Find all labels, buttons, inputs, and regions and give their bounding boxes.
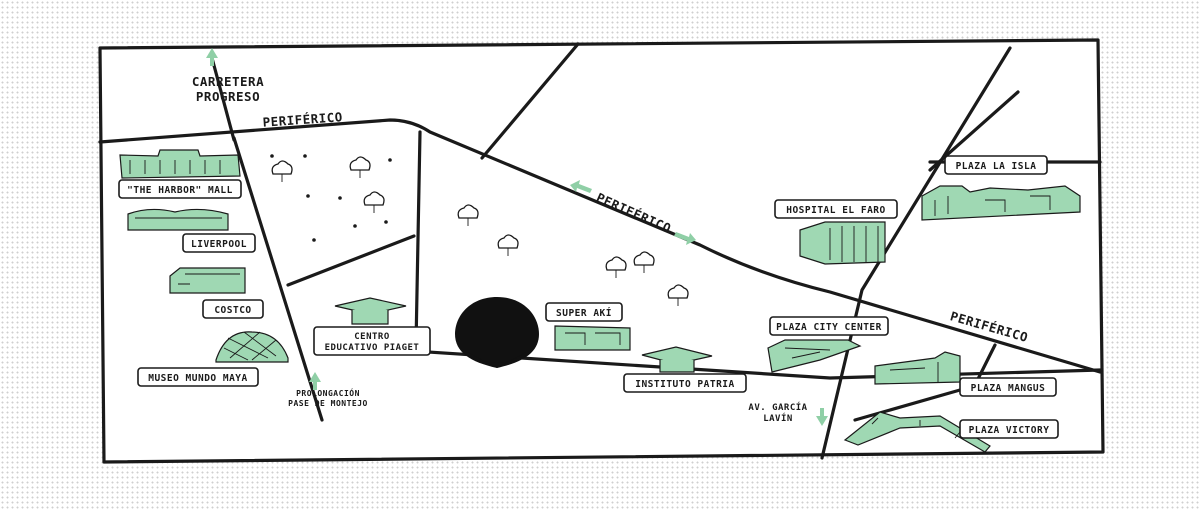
map-frame <box>98 38 1105 464</box>
label-harbor-mall: "THE HARBOR" MALL <box>127 185 233 196</box>
label-plaza-victory: PLAZA VICTORY <box>969 425 1050 436</box>
label-museo-mundo-maya: MUSEO MUNDO MAYA <box>148 373 248 384</box>
building-plaza-mangus <box>874 351 961 385</box>
building-museo <box>215 331 289 363</box>
building-costco <box>169 267 246 294</box>
road-network <box>98 42 1102 460</box>
road-carretera-progreso <box>210 56 236 142</box>
building-plaza-la-isla <box>921 185 1081 221</box>
building-plaza-city-center <box>767 339 862 373</box>
tree-icon <box>667 284 689 306</box>
arrow-icon <box>570 180 592 193</box>
tree-icon <box>271 160 293 182</box>
tree-icon <box>633 251 655 273</box>
label-educativo-piaget: EDUCATIVO PIAGET <box>325 343 420 353</box>
road-label-progreso: PROGRESO <box>196 89 260 104</box>
label-centro: CENTRO <box>354 332 390 342</box>
tree-icon <box>497 234 519 256</box>
building-hospital <box>799 221 886 265</box>
label-liverpool: LIVERPOOL <box>191 239 247 250</box>
direction-arrows <box>206 48 828 426</box>
road-label-carretera: CARRETERA <box>192 74 264 89</box>
road-label-lavin: LAVÍN <box>763 412 793 424</box>
graduation-cap-icon <box>334 297 407 325</box>
road-periferico <box>98 118 1102 374</box>
label-costco: COSTCO <box>214 305 251 316</box>
park-dots <box>270 154 392 242</box>
building-super-aki <box>554 325 631 351</box>
road-label-garcia: AV. GARCÍA <box>748 401 807 413</box>
label-plaza-city-center: PLAZA CITY CENTER <box>776 322 882 333</box>
arrow-icon <box>206 48 218 66</box>
tree-icon <box>605 256 627 278</box>
road-label-periferico-top: PERIFÉRICO <box>262 109 343 130</box>
graduation-cap-icon <box>641 346 713 373</box>
road-pase-montejo <box>232 136 324 422</box>
label-plaza-mangus: PLAZA MANGUS <box>971 383 1046 394</box>
building-harbor-mall <box>119 149 241 179</box>
road-north-diagonal <box>480 42 580 160</box>
road-local-1 <box>286 234 416 287</box>
label-plaza-la-isla: PLAZA LA ISLA <box>956 161 1037 172</box>
road-victory <box>853 388 962 422</box>
road-local-2 <box>414 130 422 347</box>
place-labels: "THE HARBOR" MALL LIVERPOOL COSTCO MUSEO… <box>118 155 1059 439</box>
label-instituto-patria: INSTITUTO PATRIA <box>635 379 735 390</box>
road-east-1 <box>820 46 1012 460</box>
building-liverpool <box>127 208 229 231</box>
road-label-prolongacion: PROLONGACIÓN <box>296 387 360 398</box>
tree-icon <box>349 156 371 178</box>
label-super-aki: SUPER AKÍ <box>556 307 612 319</box>
tree-icon <box>457 204 479 226</box>
park-area <box>270 154 689 306</box>
arrow-icon <box>309 372 321 390</box>
building-plaza-victory <box>843 411 991 453</box>
arrow-icon <box>816 408 828 426</box>
tree-icon <box>363 191 385 213</box>
arrow-icon <box>674 232 696 245</box>
road-label-pase-montejo: PASE DE MONTEJO <box>288 399 368 408</box>
label-hospital-el-faro: HOSPITAL EL FARO <box>786 205 886 216</box>
location-pin-icon[interactable] <box>455 297 539 368</box>
